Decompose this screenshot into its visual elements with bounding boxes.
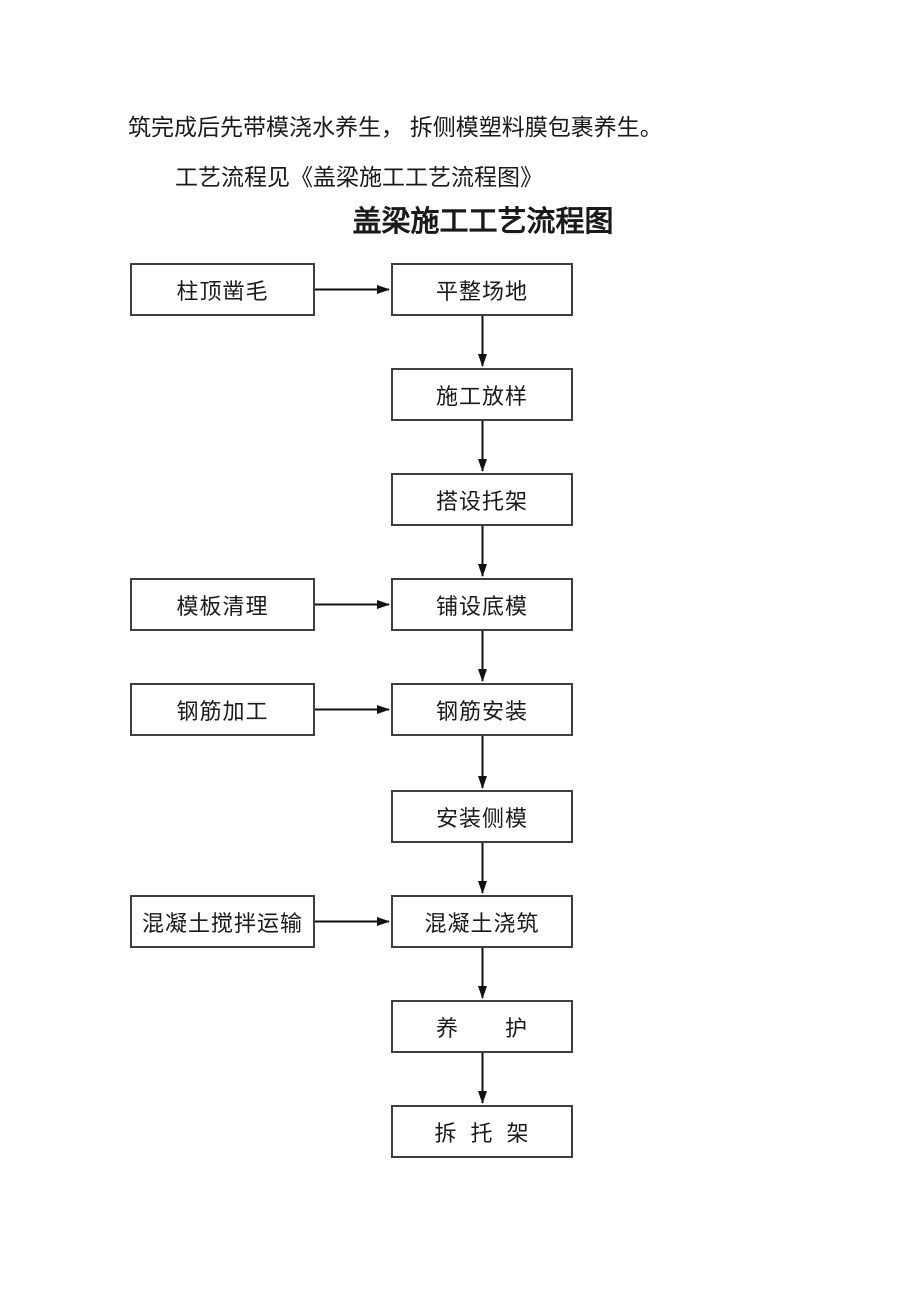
step-concrete-mix-transport: 混凝土搅拌运输 bbox=[130, 895, 315, 948]
paragraph-line-1: 筑完成后先带模浇水养生， 拆侧模塑料膜包裹养生。 bbox=[128, 115, 663, 140]
step-erect-bracket: 搭设托架 bbox=[391, 473, 573, 526]
step-formwork-cleaning: 模板清理 bbox=[130, 578, 315, 631]
step-construction-layout: 施工放样 bbox=[391, 368, 573, 421]
step-rebar-install: 钢筋安装 bbox=[391, 683, 573, 736]
step-roughen-column-top: 柱顶凿毛 bbox=[130, 263, 315, 316]
step-concrete-pour: 混凝土浇筑 bbox=[391, 895, 573, 948]
step-level-site: 平整场地 bbox=[391, 263, 573, 316]
step-install-side-form: 安装侧模 bbox=[391, 790, 573, 843]
step-lay-bottom-form: 铺设底模 bbox=[391, 578, 573, 631]
step-curing: 养 护 bbox=[391, 1000, 573, 1053]
flowchart-title: 盖梁施工工艺流程图 bbox=[352, 206, 614, 238]
paragraph-line-2: 工艺流程见《盖梁施工工艺流程图》 bbox=[175, 165, 543, 190]
step-remove-bracket: 拆 托 架 bbox=[391, 1105, 573, 1158]
step-rebar-fabrication: 钢筋加工 bbox=[130, 683, 315, 736]
